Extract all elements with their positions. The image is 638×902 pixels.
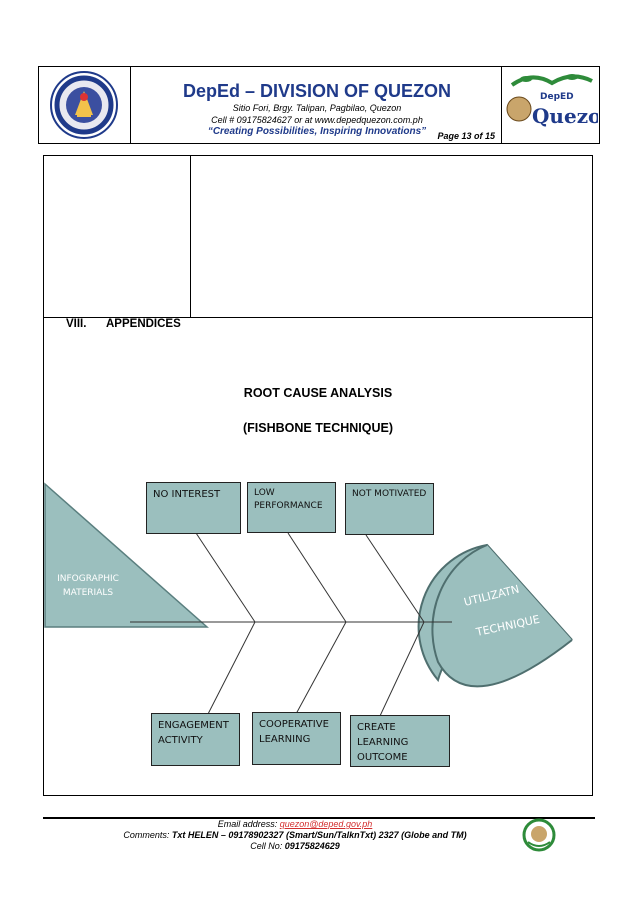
header-motto: “Creating Possibilities, Inspiring Innov… bbox=[207, 126, 427, 137]
header-left-logo-cell bbox=[39, 67, 131, 143]
cause-box-low-performance: LOW PERFORMANCE bbox=[247, 482, 336, 533]
document-header: DepEd – DIVISION OF QUEZON Sitio Fori, B… bbox=[38, 66, 616, 144]
footer-cell-line: Cell No: 09175824629 bbox=[60, 841, 530, 851]
header-title: DepEd – DIVISION OF QUEZON bbox=[182, 81, 452, 101]
fish-head-shape bbox=[44, 482, 209, 628]
cell-label: Cell No: bbox=[250, 841, 283, 851]
bone-engagement bbox=[206, 621, 256, 717]
diagram-title: ROOT CAUSE ANALYSIS bbox=[243, 386, 393, 400]
solution-box-create-outcome: CREATE LEARNING OUTCOME bbox=[350, 715, 450, 767]
upper-table-divider bbox=[190, 155, 191, 318]
section-title: APPENDICES bbox=[106, 318, 181, 330]
deped-seal-icon bbox=[50, 71, 118, 139]
section-number: VIII. bbox=[66, 318, 87, 330]
page-number: Page 13 of 15 bbox=[437, 131, 495, 141]
logo-small-text: DepED bbox=[540, 92, 574, 102]
email-label: Email address: bbox=[217, 819, 278, 829]
bone-cooperative bbox=[295, 621, 347, 715]
footer-seal-icon bbox=[522, 818, 556, 852]
cell-number: 09175824629 bbox=[284, 841, 340, 851]
bone-not-motivated bbox=[365, 534, 425, 623]
comments-label: Comments: bbox=[123, 830, 170, 840]
section-heading: VIII. APPENDICES bbox=[66, 318, 181, 330]
cause-box-no-interest: NO INTEREST bbox=[146, 482, 241, 534]
solution-box-cooperative: COOPERATIVE LEARNING bbox=[252, 712, 341, 765]
email-link[interactable]: quezon@deped.gov.ph bbox=[279, 819, 373, 829]
solution-box-engagement: ENGAGEMENT ACTIVITY bbox=[151, 713, 240, 766]
bone-no-interest bbox=[195, 532, 256, 623]
header-address: Sitio Fori, Brgy. Talipan, Pagbilao, Que… bbox=[232, 103, 402, 113]
fish-tail-fill bbox=[431, 544, 573, 688]
head-label: INFOGRAPHIC MATERIALS bbox=[57, 574, 119, 598]
cause-box-not-motivated: NOT MOTIVATED bbox=[345, 483, 434, 535]
comments-text: Txt HELEN – 09178902327 (Smart/Sun/Talkn… bbox=[171, 830, 467, 840]
footer-comments-line: Comments: Txt HELEN – 09178902327 (Smart… bbox=[60, 830, 530, 840]
diagram-subtitle: (FISHBONE TECHNIQUE) bbox=[243, 421, 393, 435]
footer-email-line: Email address: quezon@deped.gov.ph bbox=[60, 819, 530, 829]
bone-low-performance bbox=[287, 532, 347, 623]
bone-create-outcome bbox=[379, 621, 425, 717]
header-contact: Cell # 09175824627 or at www.depedquezon… bbox=[211, 115, 423, 125]
footer-rule bbox=[43, 817, 595, 819]
upper-table-block bbox=[43, 155, 593, 318]
